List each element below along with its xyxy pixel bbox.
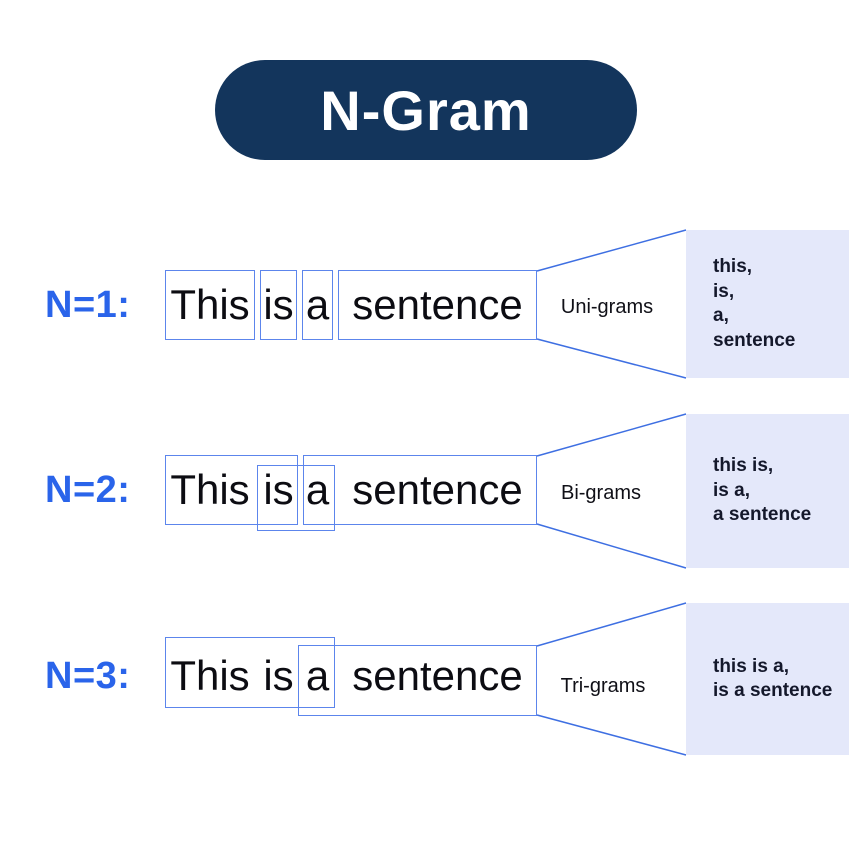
row2-gram-type-label: Bi-grams <box>560 482 641 504</box>
gram-line: is, <box>713 280 735 302</box>
row2-output-panel: this is, is a, a sentence <box>686 414 849 568</box>
funnel-row3-bottom-line <box>536 714 687 756</box>
gram-line: is a, <box>713 479 750 501</box>
row1-box-is <box>260 270 297 340</box>
gram-line: a, <box>713 305 729 326</box>
row1-gram-type-label: Uni-grams <box>560 296 654 318</box>
row1-n-label: N=1: <box>45 284 131 326</box>
row3-word-a: a <box>305 652 330 699</box>
row3-gram-type-label: Tri-grams <box>560 675 646 697</box>
title-pill: N-Gram <box>215 60 637 160</box>
gram-line: this is, <box>713 455 774 477</box>
funnel-row1-top-line <box>536 229 687 272</box>
row3-word-this: This <box>170 652 250 699</box>
row3-box-this-is-a <box>165 637 335 708</box>
row3-word-is: is <box>263 652 294 699</box>
row2-word-is: is <box>263 466 294 513</box>
row1-box-a <box>302 270 333 340</box>
row2-n-label: N=2: <box>45 469 131 511</box>
gram-line: this, <box>713 256 753 277</box>
funnel-row1-bottom-line <box>536 338 687 379</box>
funnel-row3-top-line <box>536 602 687 647</box>
row1-box-sentence <box>338 270 537 340</box>
row2-word-sentence: sentence <box>352 466 523 513</box>
gram-line: sentence <box>713 329 796 351</box>
row3-n-label: N=3: <box>45 655 131 697</box>
row3-box-a-sentence <box>298 645 537 716</box>
page-title: N-Gram <box>320 78 532 142</box>
row1-word-a: a <box>305 281 330 328</box>
row2-box-is-a <box>257 465 335 531</box>
funnel-row2-top-line <box>536 413 687 457</box>
row2-word-a: a <box>305 466 330 513</box>
funnel-row2-bottom-line <box>536 523 687 569</box>
row1-output-panel: this, is, a, sentence <box>686 230 849 378</box>
row1-word-sentence: sentence <box>352 281 523 328</box>
row1-word-this: This <box>170 281 250 328</box>
gram-line: this is a, <box>713 655 790 677</box>
gram-line: is a sentence <box>713 680 833 701</box>
row3-word-sentence: sentence <box>352 652 523 699</box>
gram-line: a sentence <box>713 504 812 526</box>
row2-box-a-sentence <box>303 455 537 525</box>
row1-box-this <box>165 270 255 340</box>
row2-word-this: This <box>170 466 250 513</box>
row2-box-this-is <box>165 455 298 525</box>
row1-word-is: is <box>263 281 294 328</box>
row3-output-panel: this is a, is a sentence <box>686 603 849 755</box>
